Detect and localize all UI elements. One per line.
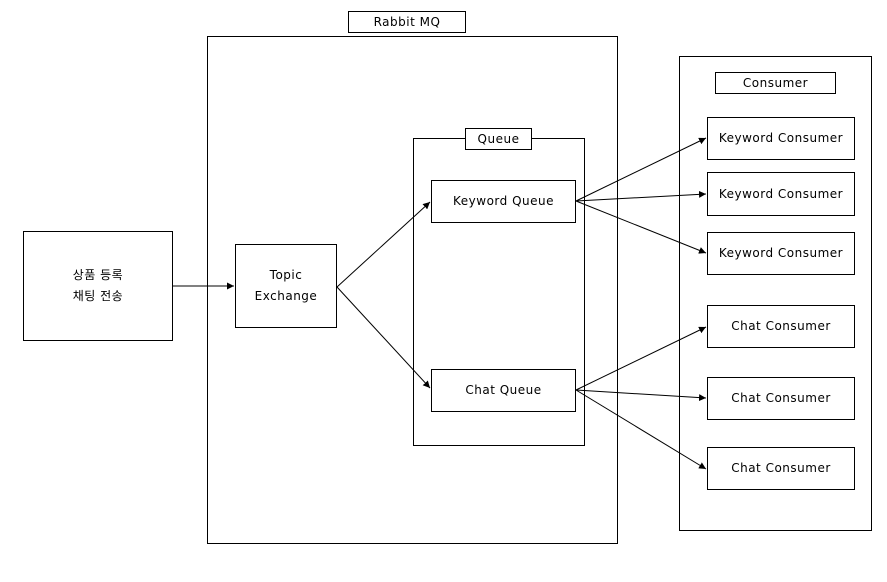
arrow-exchange-to-keyword-queue [336,201,431,288]
queue-title: Queue [465,128,532,150]
keyword-consumer-label: Keyword Consumer [718,246,844,260]
keyword-queue-label: Keyword Queue [453,194,554,208]
exchange-line-2: Exchange [254,289,318,303]
exchange-line-1: Topic [269,268,303,282]
chat-consumer-label: Chat Consumer [731,319,831,333]
arrow-exchange-to-chat-queue [336,286,431,389]
producer-line-1: 상품 등록 [72,268,124,282]
arrow-keyword-queue-to-consumer-3 [575,200,707,254]
producer-line-2: 채팅 전송 [72,289,124,303]
topic-exchange-box: Topic Exchange [235,244,337,328]
keyword-consumer-label: Keyword Consumer [718,131,844,145]
arrow-chat-queue-to-consumer-3 [575,389,707,470]
arrow-keyword-queue-to-consumer-1 [575,137,707,202]
chat-consumer-box: Chat Consumer [707,377,855,420]
chat-queue-label: Chat Queue [465,383,542,397]
consumer-title-text: Consumer [742,75,809,90]
chat-consumer-label: Chat Consumer [731,461,831,475]
keyword-consumer-box: Keyword Consumer [707,117,855,160]
arrow-chat-queue-to-consumer-1 [575,326,707,391]
arrow-keyword-queue-to-consumer-2 [575,190,707,202]
rabbitmq-title: Rabbit MQ [348,11,466,33]
keyword-consumer-box: Keyword Consumer [707,172,855,216]
rabbitmq-title-text: Rabbit MQ [373,14,441,29]
chat-consumer-box: Chat Consumer [707,447,855,490]
consumer-title: Consumer [715,72,836,94]
chat-consumer-label: Chat Consumer [731,391,831,405]
chat-consumer-box: Chat Consumer [707,305,855,348]
chat-queue-box: Chat Queue [431,369,576,412]
keyword-consumer-label: Keyword Consumer [718,186,844,201]
arrow-chat-queue-to-consumer-2 [575,389,707,402]
queue-title-text: Queue [477,131,520,146]
keyword-queue-box: Keyword Queue [431,180,576,223]
keyword-consumer-box: Keyword Consumer [707,232,855,275]
producer-box: 상품 등록 채팅 전송 [23,231,173,341]
